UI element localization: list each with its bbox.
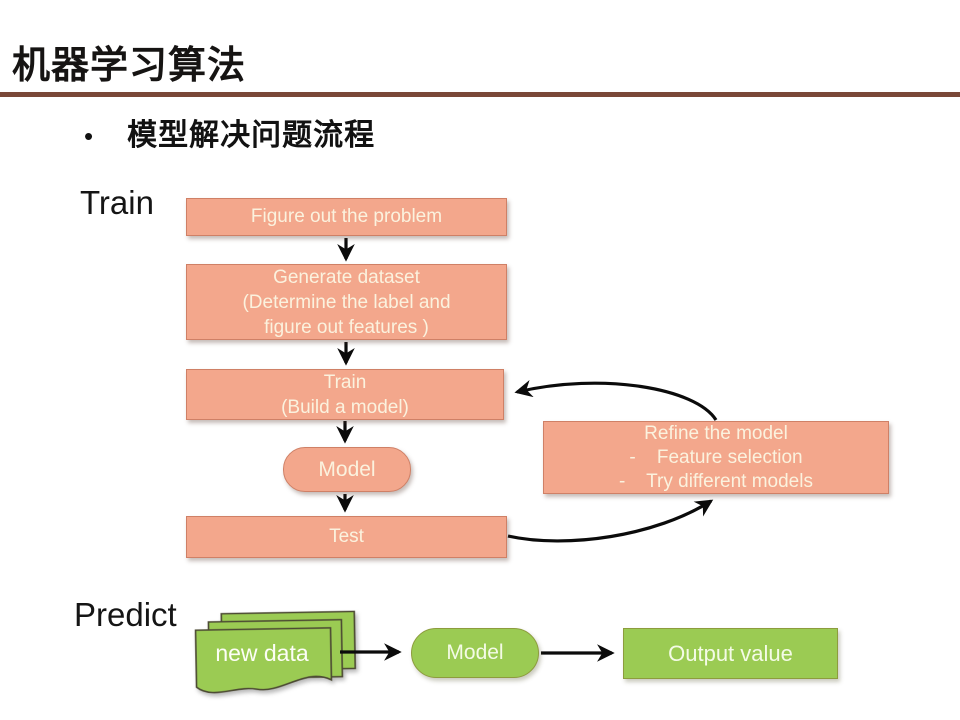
flow-box-generate-dataset: Generate dataset (Determine the label an… bbox=[186, 264, 507, 340]
test-box-text: Test bbox=[329, 526, 364, 547]
generate-dataset-line1: Generate dataset bbox=[273, 266, 420, 288]
slide-title: 机器学习算法 bbox=[12, 45, 247, 87]
flow-box-figure-out-problem: Figure out the problem bbox=[186, 198, 507, 236]
new-data-label: new data bbox=[215, 640, 309, 666]
arrow-refine-to-train-curve bbox=[514, 380, 718, 421]
flow-node-model-predict: Model bbox=[411, 628, 539, 678]
flow-box-refine-model: Refine the model - Feature selection - T… bbox=[543, 421, 889, 494]
flow-node-model-train: Model bbox=[283, 447, 411, 492]
refine-model-line1: Refine the model bbox=[644, 422, 788, 444]
flow-box-train: Train (Build a model) bbox=[186, 369, 504, 420]
model-predict-text: Model bbox=[446, 641, 504, 664]
bullet-heading-text: 模型解决问题流程 bbox=[127, 119, 376, 152]
generate-dataset-line3: figure out features ) bbox=[264, 316, 429, 338]
train-section-label: Train bbox=[80, 184, 154, 221]
refine-model-line2: - Feature selection bbox=[629, 446, 803, 468]
title-divider bbox=[0, 92, 960, 97]
arrow-test-to-refine-curve bbox=[507, 499, 714, 543]
flow-box-output-value: Output value bbox=[623, 628, 838, 679]
flow-box-figure-out-problem-text: Figure out the problem bbox=[250, 206, 443, 227]
train-box-line2: (Build a model) bbox=[281, 396, 409, 418]
generate-dataset-line2: (Determine the label and bbox=[242, 291, 451, 313]
flow-box-test: Test bbox=[186, 516, 507, 558]
bullet-icon: • bbox=[84, 121, 94, 151]
predict-section-label: Predict bbox=[74, 596, 177, 633]
train-box-line1: Train bbox=[323, 371, 367, 393]
output-value-text: Output value bbox=[668, 640, 793, 666]
model-train-text: Model bbox=[318, 457, 376, 481]
refine-model-line3: - Try different models bbox=[619, 470, 813, 492]
bullet-heading: • 模型解决问题流程 bbox=[84, 116, 375, 156]
